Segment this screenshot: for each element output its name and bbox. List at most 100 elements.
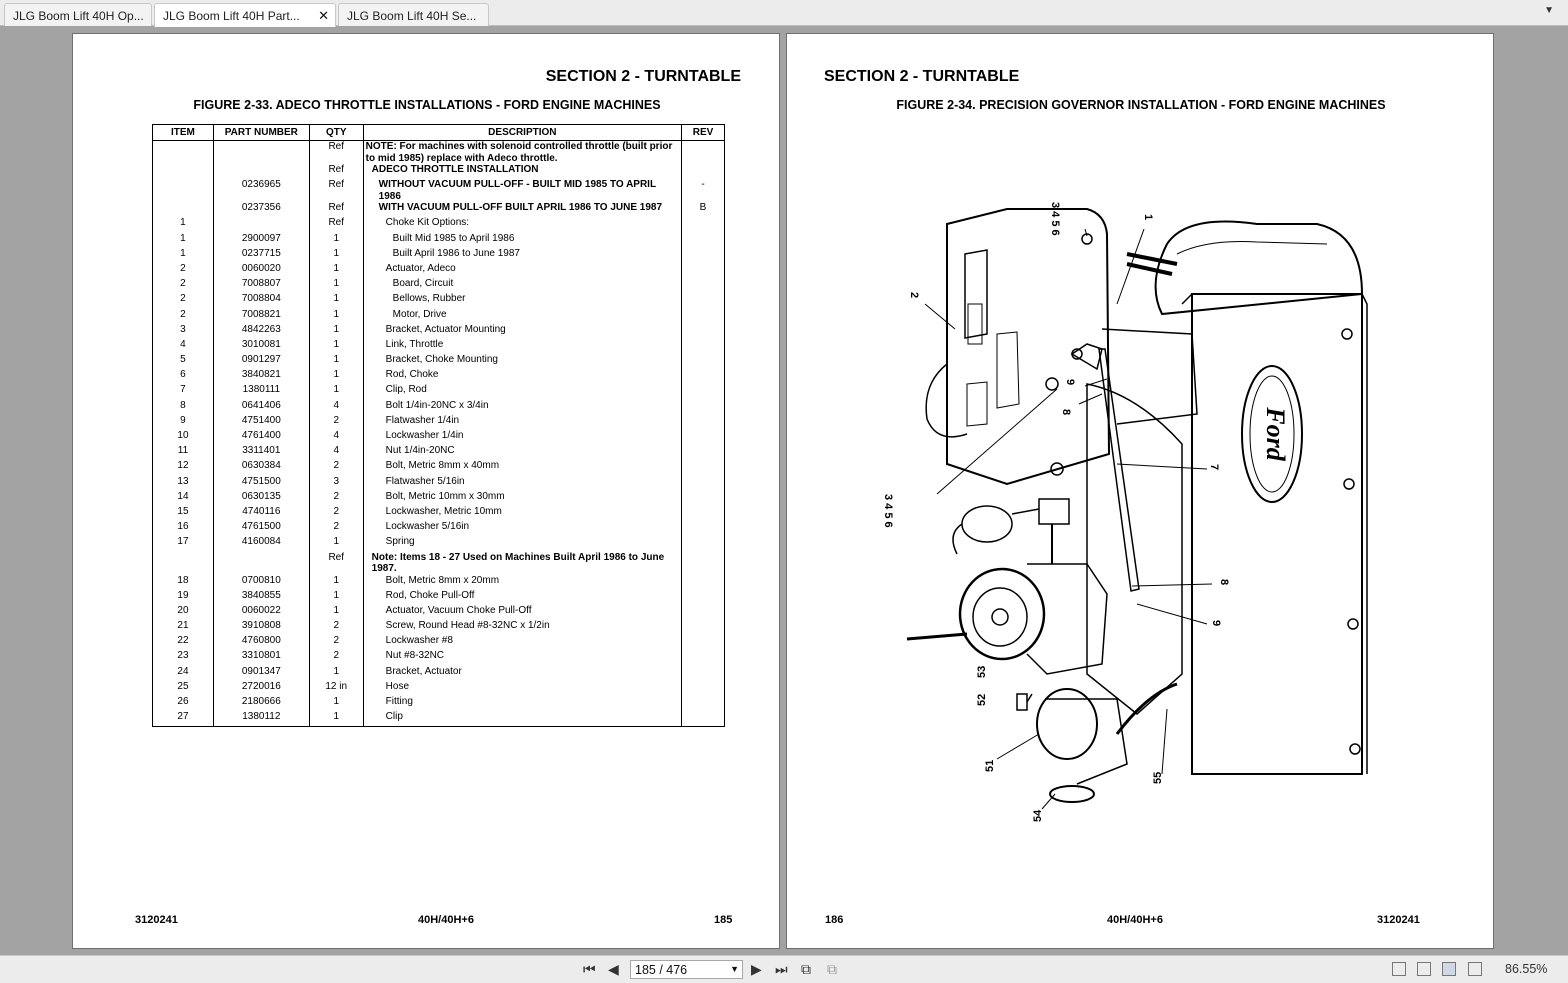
engine-logo-text: Ford (1261, 406, 1290, 461)
cell-desc: Nut 1/4in-20NC (362, 445, 683, 461)
cell-qty: 1 (308, 232, 364, 248)
cell-rev (681, 338, 725, 355)
tab-parts-manual[interactable]: JLG Boom Lift 40H Part... ✕ (154, 3, 336, 27)
cell-qty: 1 (308, 354, 364, 370)
cell-rev (681, 460, 725, 476)
close-icon[interactable]: ✕ (318, 8, 329, 23)
cell-qty: 2 (308, 460, 364, 476)
cell-qty: 2 (308, 521, 364, 537)
chevron-down-icon[interactable]: ▼ (1544, 5, 1554, 16)
cell-desc: Bolt, Metric 10mm x 30mm (362, 490, 683, 506)
cell-rev (681, 680, 725, 696)
page-left: SECTION 2 - TURNTABLE FIGURE 2-33. ADECO… (72, 33, 780, 949)
cell-rev (681, 665, 725, 681)
tab-operators-manual[interactable]: JLG Boom Lift 40H Op... (4, 3, 152, 26)
next-view-icon[interactable]: ⧉ (827, 961, 837, 977)
cell-part (212, 140, 310, 164)
governor-installation-illustration: Ford (882, 202, 1368, 822)
cell-item: 17 (152, 536, 214, 552)
cell-rev (681, 490, 725, 506)
cell-rev (681, 217, 725, 233)
tab-service-manual[interactable]: JLG Boom Lift 40H Se... (338, 3, 489, 26)
cell-qty: 1 (308, 338, 364, 355)
cell-qty: 1 (308, 696, 364, 712)
tab-label: JLG Boom Lift 40H Part... (163, 9, 300, 23)
cell-qty: 1 (308, 293, 364, 309)
page-right: SECTION 2 - TURNTABLE FIGURE 2-34. PRECI… (786, 33, 1494, 949)
cell-rev (681, 521, 725, 537)
model-label: 40H/40H+6 (418, 914, 474, 926)
cell-part: 0630135 (212, 490, 310, 506)
cell-item: 22 (152, 635, 214, 651)
cell-desc: Rod, Choke Pull-Off (362, 589, 683, 605)
cell-rev (681, 293, 725, 309)
cell-desc: Actuator, Adeco (362, 262, 683, 279)
callout-label: 54 (1032, 809, 1044, 822)
cell-part (212, 551, 310, 575)
previous-view-icon[interactable]: ⧉ (801, 961, 811, 977)
cell-part: 3311401 (212, 445, 310, 461)
cell-qty: 1 (308, 308, 364, 324)
column-header: ITEM (152, 124, 214, 141)
cell-rev (681, 140, 725, 164)
navigation-toolbar: ⏮ ◀ 185 / 476 ▼ ▶ ⏭ ⧉ ⧉ 86.55% (0, 955, 1568, 983)
cell-item (152, 164, 214, 180)
facing-view-icon[interactable] (1442, 962, 1456, 976)
cell-part: 4760800 (212, 635, 310, 651)
chevron-down-icon[interactable]: ▼ (730, 964, 739, 974)
last-page-icon[interactable]: ⏭ (775, 961, 788, 977)
cell-desc: Bolt, Metric 8mm x 20mm (362, 574, 683, 590)
first-page-icon[interactable]: ⏮ (583, 961, 596, 977)
cell-part: 3840855 (212, 589, 310, 605)
callout-label: 2 (908, 292, 920, 298)
cell-item: 6 (152, 369, 214, 385)
cell-part: 4751500 (212, 475, 310, 491)
callout-label: 3 4 5 6 (1049, 202, 1061, 236)
cell-qty: 1 (308, 711, 364, 727)
cell-desc: WITHOUT VACUUM PULL-OFF - BUILT MID 1985… (362, 179, 683, 203)
cell-desc: Lockwasher 5/16in (362, 521, 683, 537)
page-indicator: 185 / 476 (635, 963, 688, 977)
page-number-input[interactable]: 185 / 476 ▼ (630, 960, 743, 979)
cell-part: 1380112 (212, 711, 310, 727)
cell-desc: WITH VACUUM PULL-OFF BUILT APRIL 1986 TO… (362, 202, 683, 218)
cell-desc: Lockwasher 1/4in (362, 430, 683, 446)
cell-item: 2 (152, 308, 214, 324)
previous-page-icon[interactable]: ◀ (608, 961, 619, 977)
cell-part: 0237715 (212, 247, 310, 263)
cell-rev (681, 696, 725, 712)
cell-rev (681, 164, 725, 180)
doc-number: 3120241 (135, 914, 178, 926)
cell-part: 0901347 (212, 665, 310, 681)
cell-part: 2720016 (212, 680, 310, 696)
cell-item: 8 (152, 399, 214, 415)
cell-rev (681, 278, 725, 294)
callout-label: 1 (1142, 214, 1154, 220)
callout-label: 9 (1064, 379, 1076, 385)
column-header: QTY (308, 124, 364, 141)
next-page-icon[interactable]: ▶ (751, 961, 762, 977)
cell-qty: Ref (308, 164, 364, 180)
continuous-view-icon[interactable] (1417, 962, 1431, 976)
cell-item: 21 (152, 620, 214, 636)
cell-part (212, 217, 310, 233)
cell-part: 7008804 (212, 293, 310, 309)
cell-qty: 1 (308, 604, 364, 621)
cell-item: 20 (152, 604, 214, 621)
zoom-level[interactable]: 86.55% (1505, 962, 1548, 976)
cell-item: 11 (152, 445, 214, 461)
cell-rev (681, 323, 725, 339)
single-page-view-icon[interactable] (1392, 962, 1406, 976)
page-number: 186 (825, 914, 844, 926)
cell-rev (681, 445, 725, 461)
cell-qty: 3 (308, 475, 364, 491)
cell-qty: 2 (308, 635, 364, 651)
continuous-facing-view-icon[interactable] (1468, 962, 1482, 976)
